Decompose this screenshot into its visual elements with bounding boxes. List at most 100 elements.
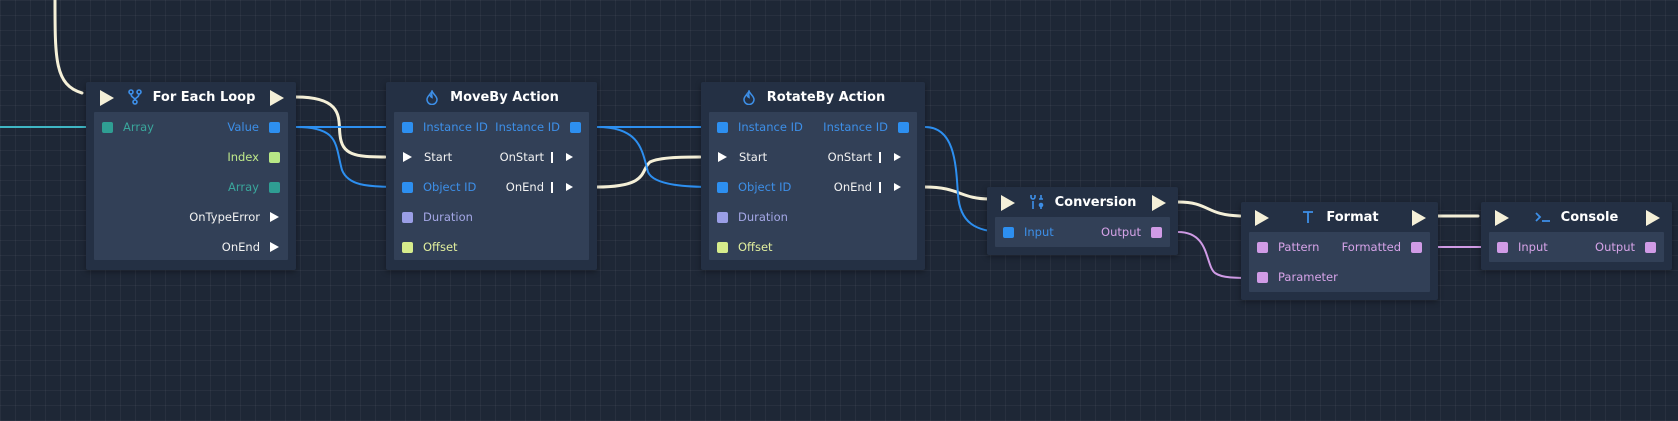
port-socket[interactable] xyxy=(269,181,280,193)
port-socket[interactable] xyxy=(898,121,909,133)
port-socket[interactable] xyxy=(1003,226,1014,238)
flow-in-port[interactable] xyxy=(1255,210,1269,226)
port-parameter-in[interactable]: Parameter xyxy=(1249,262,1338,292)
port-output-out[interactable]: Output xyxy=(1595,232,1664,262)
port-onend-out[interactable]: OnEnd xyxy=(506,172,589,202)
port-label: Formatted xyxy=(1341,240,1401,254)
node-body: Input Output xyxy=(1489,232,1664,262)
flow-socket-async[interactable] xyxy=(551,151,582,163)
port-label: Pattern xyxy=(1278,240,1320,254)
port-socket[interactable] xyxy=(1411,241,1422,253)
port-label: Index xyxy=(227,150,259,164)
flow-socket[interactable] xyxy=(718,152,727,162)
port-output-out[interactable]: Output xyxy=(1101,217,1170,247)
port-socket[interactable] xyxy=(1257,271,1268,283)
port-start-in[interactable]: Start xyxy=(394,142,452,172)
node-conversion[interactable]: Conversion Input Output xyxy=(987,187,1178,255)
port-socket[interactable] xyxy=(1645,241,1656,253)
port-instance-id-in[interactable]: Instance ID xyxy=(394,112,488,142)
port-label: Instance ID xyxy=(495,120,560,134)
node-moveby-action[interactable]: MoveBy Action Instance ID Instance ID St… xyxy=(386,82,597,270)
port-input-in[interactable]: Input xyxy=(1489,232,1548,262)
port-socket[interactable] xyxy=(570,121,581,133)
port-pattern-in[interactable]: Pattern xyxy=(1249,232,1319,262)
port-label: Start xyxy=(739,150,768,164)
flow-out-port[interactable] xyxy=(1646,210,1660,226)
port-array-out[interactable]: Array xyxy=(228,172,288,202)
flame-icon xyxy=(741,89,757,105)
port-array-in[interactable]: Array xyxy=(94,112,154,142)
port-instance-id-in[interactable]: Instance ID xyxy=(709,112,803,142)
flow-socket-async[interactable] xyxy=(879,151,910,163)
port-socket[interactable] xyxy=(717,181,728,193)
port-ontypeerror-out[interactable]: OnTypeError xyxy=(189,202,288,232)
port-index-out[interactable]: Index xyxy=(227,142,288,172)
node-for-each-loop[interactable]: For Each Loop Array Value Index Array On… xyxy=(86,82,296,270)
port-duration-in[interactable]: Duration xyxy=(394,202,473,232)
flow-out-port[interactable] xyxy=(270,90,284,106)
port-value-out[interactable]: Value xyxy=(227,112,288,142)
node-header[interactable]: RotateBy Action xyxy=(701,82,925,112)
port-label: Offset xyxy=(738,240,773,254)
port-socket[interactable] xyxy=(402,121,413,133)
node-header[interactable]: Console xyxy=(1481,202,1672,232)
flow-socket[interactable] xyxy=(270,242,279,252)
port-duration-in[interactable]: Duration xyxy=(709,202,788,232)
port-onend-out[interactable]: OnEnd xyxy=(222,232,288,262)
port-label: Start xyxy=(424,150,453,164)
port-socket[interactable] xyxy=(717,121,728,133)
port-formatted-out[interactable]: Formatted xyxy=(1342,232,1430,262)
node-format[interactable]: Format Pattern Formatted Parameter xyxy=(1241,202,1438,300)
port-socket[interactable] xyxy=(102,121,113,133)
node-rotateby-action[interactable]: RotateBy Action Instance ID Instance ID … xyxy=(701,82,925,270)
port-instance-id-out[interactable]: Instance ID xyxy=(823,112,917,142)
port-label: Offset xyxy=(423,240,458,254)
port-socket[interactable] xyxy=(717,211,728,223)
node-body: Input Output xyxy=(995,217,1170,247)
port-label: OnTypeError xyxy=(189,210,260,224)
port-onstart-out[interactable]: OnStart xyxy=(828,142,917,172)
port-socket[interactable] xyxy=(717,241,728,253)
port-object-id-in[interactable]: Object ID xyxy=(709,172,791,202)
flow-socket[interactable] xyxy=(270,212,279,222)
flow-out-port[interactable] xyxy=(1412,210,1426,226)
port-socket[interactable] xyxy=(269,151,280,163)
port-instance-id-out[interactable]: Instance ID xyxy=(495,112,589,142)
port-label: Output xyxy=(1595,240,1635,254)
port-offset-in[interactable]: Offset xyxy=(709,232,773,262)
port-socket[interactable] xyxy=(402,241,413,253)
port-object-id-in[interactable]: Object ID xyxy=(394,172,476,202)
port-label: Instance ID xyxy=(738,120,803,134)
node-header[interactable]: MoveBy Action xyxy=(386,82,597,112)
port-socket[interactable] xyxy=(402,211,413,223)
port-offset-in[interactable]: Offset xyxy=(394,232,458,262)
text-t-icon xyxy=(1300,209,1316,225)
flow-socket-async[interactable] xyxy=(551,181,582,193)
node-header[interactable]: Format xyxy=(1241,202,1438,232)
flow-in-port[interactable] xyxy=(100,90,114,106)
flow-socket[interactable] xyxy=(403,152,412,162)
node-console[interactable]: Console Input Output xyxy=(1481,202,1672,270)
node-header[interactable]: Conversion xyxy=(987,187,1178,217)
port-socket[interactable] xyxy=(1257,241,1268,253)
port-input-in[interactable]: Input xyxy=(995,217,1054,247)
port-socket[interactable] xyxy=(1151,226,1162,238)
flow-out-port[interactable] xyxy=(1152,195,1166,211)
wire-flow-moveby-onend-to-rotateby-start xyxy=(595,155,702,189)
port-label: Object ID xyxy=(423,180,477,194)
port-socket[interactable] xyxy=(1497,241,1508,253)
port-label: OnStart xyxy=(827,150,872,164)
flow-socket-async[interactable] xyxy=(879,181,910,193)
flow-in-port[interactable] xyxy=(1495,210,1509,226)
node-body: Array Value Index Array OnTypeError OnEn… xyxy=(94,112,288,260)
port-socket[interactable] xyxy=(402,181,413,193)
port-start-in[interactable]: Start xyxy=(709,142,767,172)
wire-flow-conversion-to-format xyxy=(1176,200,1242,218)
wire-flow-top-to-foreach xyxy=(53,0,84,95)
port-socket[interactable] xyxy=(269,121,280,133)
port-onend-out[interactable]: OnEnd xyxy=(834,172,917,202)
flow-in-port[interactable] xyxy=(1001,195,1015,211)
node-header[interactable]: For Each Loop xyxy=(86,82,296,112)
port-onstart-out[interactable]: OnStart xyxy=(500,142,589,172)
flame-icon xyxy=(424,89,440,105)
